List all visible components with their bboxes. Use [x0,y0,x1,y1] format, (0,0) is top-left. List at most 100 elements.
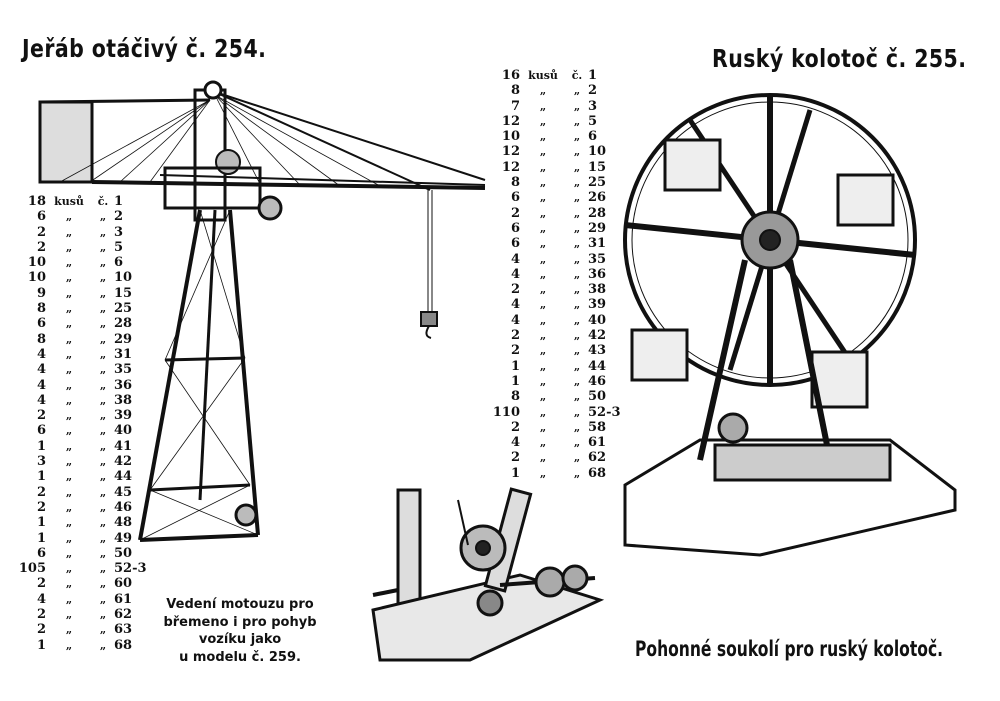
parts-row: 8„„25 [490,175,628,190]
part-quantity: 12 [501,113,520,129]
parts-row: 4„„35 [16,362,154,377]
parts-row: 6„„26 [490,190,628,205]
part-unit: „ [65,302,73,316]
part-unit: „ [65,393,73,407]
part-number: 28 [114,316,133,332]
parts-row: 10„„6 [490,129,628,144]
part-unit: „ [65,225,73,239]
parts-row: 2„„58 [490,420,628,435]
part-quantity: 2 [510,205,520,221]
part-quantity: 1 [36,515,46,531]
part-number-label: „ [573,436,581,450]
caption-line: vozíku jako [198,632,282,647]
part-quantity: 1 [510,358,520,374]
part-number: 45 [114,484,133,500]
part-quantity: 2 [510,282,520,298]
part-number-label: „ [573,176,581,190]
parts-row: 12„„5 [490,114,628,129]
part-quantity: 4 [510,297,520,313]
part-number: 15 [588,159,607,175]
parts-row: 4„„39 [490,297,628,312]
part-quantity: 2 [36,499,46,515]
parts-row: 9„„15 [16,286,154,301]
part-number-label: „ [99,256,107,270]
part-unit: „ [539,160,547,174]
part-unit: „ [539,267,547,281]
crane-hook [420,311,438,327]
part-quantity: 4 [36,392,46,408]
part-number: 43 [588,343,607,359]
parts-row: 4„„35 [490,252,628,267]
part-number-label: „ [99,439,107,453]
part-quantity: 2 [510,419,520,435]
drive-caption: Pohonné soukolí pro ruský kolotoč. [635,637,944,661]
part-quantity: 6 [510,190,520,206]
part-unit: „ [65,592,73,606]
part-quantity: 2 [510,328,520,344]
part-quantity: 6 [510,236,520,252]
part-number-label: „ [99,347,107,361]
parts-row: 1„„49 [16,531,154,546]
part-number: 39 [588,297,607,313]
part-unit: „ [65,577,73,591]
part-number-label: „ [573,84,581,98]
parts-row: 2„„60 [16,576,154,591]
part-number-label: „ [573,390,581,404]
part-number-label: „ [573,344,581,358]
part-number: 44 [588,358,607,374]
part-number-label: „ [99,608,107,622]
part-quantity: 1 [36,637,46,653]
part-number: 40 [114,423,133,439]
part-number: 36 [114,377,133,393]
part-number: 10 [114,270,133,286]
part-number: 2 [114,209,124,225]
parts-row: 2„„43 [490,343,628,358]
part-quantity: 4 [36,591,46,607]
part-quantity: 1 [510,373,520,389]
part-unit: „ [539,359,547,373]
parts-row: 1„„44 [16,469,154,484]
part-number: 42 [588,328,607,344]
part-quantity: 8 [36,331,46,347]
part-number-label: „ [573,221,581,235]
part-number-label: „ [99,393,107,407]
part-quantity: 1 [510,465,520,481]
parts-row: 4„„36 [16,378,154,393]
part-number: 38 [114,392,133,408]
parts-row: 1 „ „ 44 [490,359,628,374]
part-number: 31 [588,236,607,252]
parts-row: 8„„29 [16,332,154,347]
parts-row: 2„„63 [16,622,154,637]
part-unit: „ [539,436,547,450]
part-unit: „ [539,221,547,235]
parts-row: 2„„5 [16,240,154,255]
part-number: 5 [114,239,124,255]
part-quantity: 110 [492,404,520,420]
part-number-label: „ [99,271,107,285]
part-number-label: č. [97,195,109,208]
part-unit: „ [65,470,73,484]
part-number: 3 [114,224,124,240]
part-quantity: 2 [36,239,46,255]
parts-row: 8„„2 [490,83,628,98]
part-quantity: 4 [36,377,46,393]
part-unit: „ [539,283,547,297]
part-unit: „ [65,424,73,438]
part-unit: „ [539,390,547,404]
part-unit: „ [65,240,73,254]
part-quantity: 2 [510,450,520,466]
part-quantity: 10 [27,270,46,286]
parts-row: 7„„3 [490,99,628,114]
part-quantity: 10 [501,129,520,145]
part-unit: „ [65,439,73,453]
part-number-label: „ [99,225,107,239]
part-number: 29 [114,331,133,347]
part-number: 52-3 [588,404,621,420]
part-unit: „ [539,344,547,358]
part-number-label: „ [573,359,581,373]
parts-row: 2„„45 [16,485,154,500]
parts-row: 6„„31 [490,236,628,251]
part-quantity: 1 [36,530,46,546]
part-unit: kusů [528,69,558,82]
